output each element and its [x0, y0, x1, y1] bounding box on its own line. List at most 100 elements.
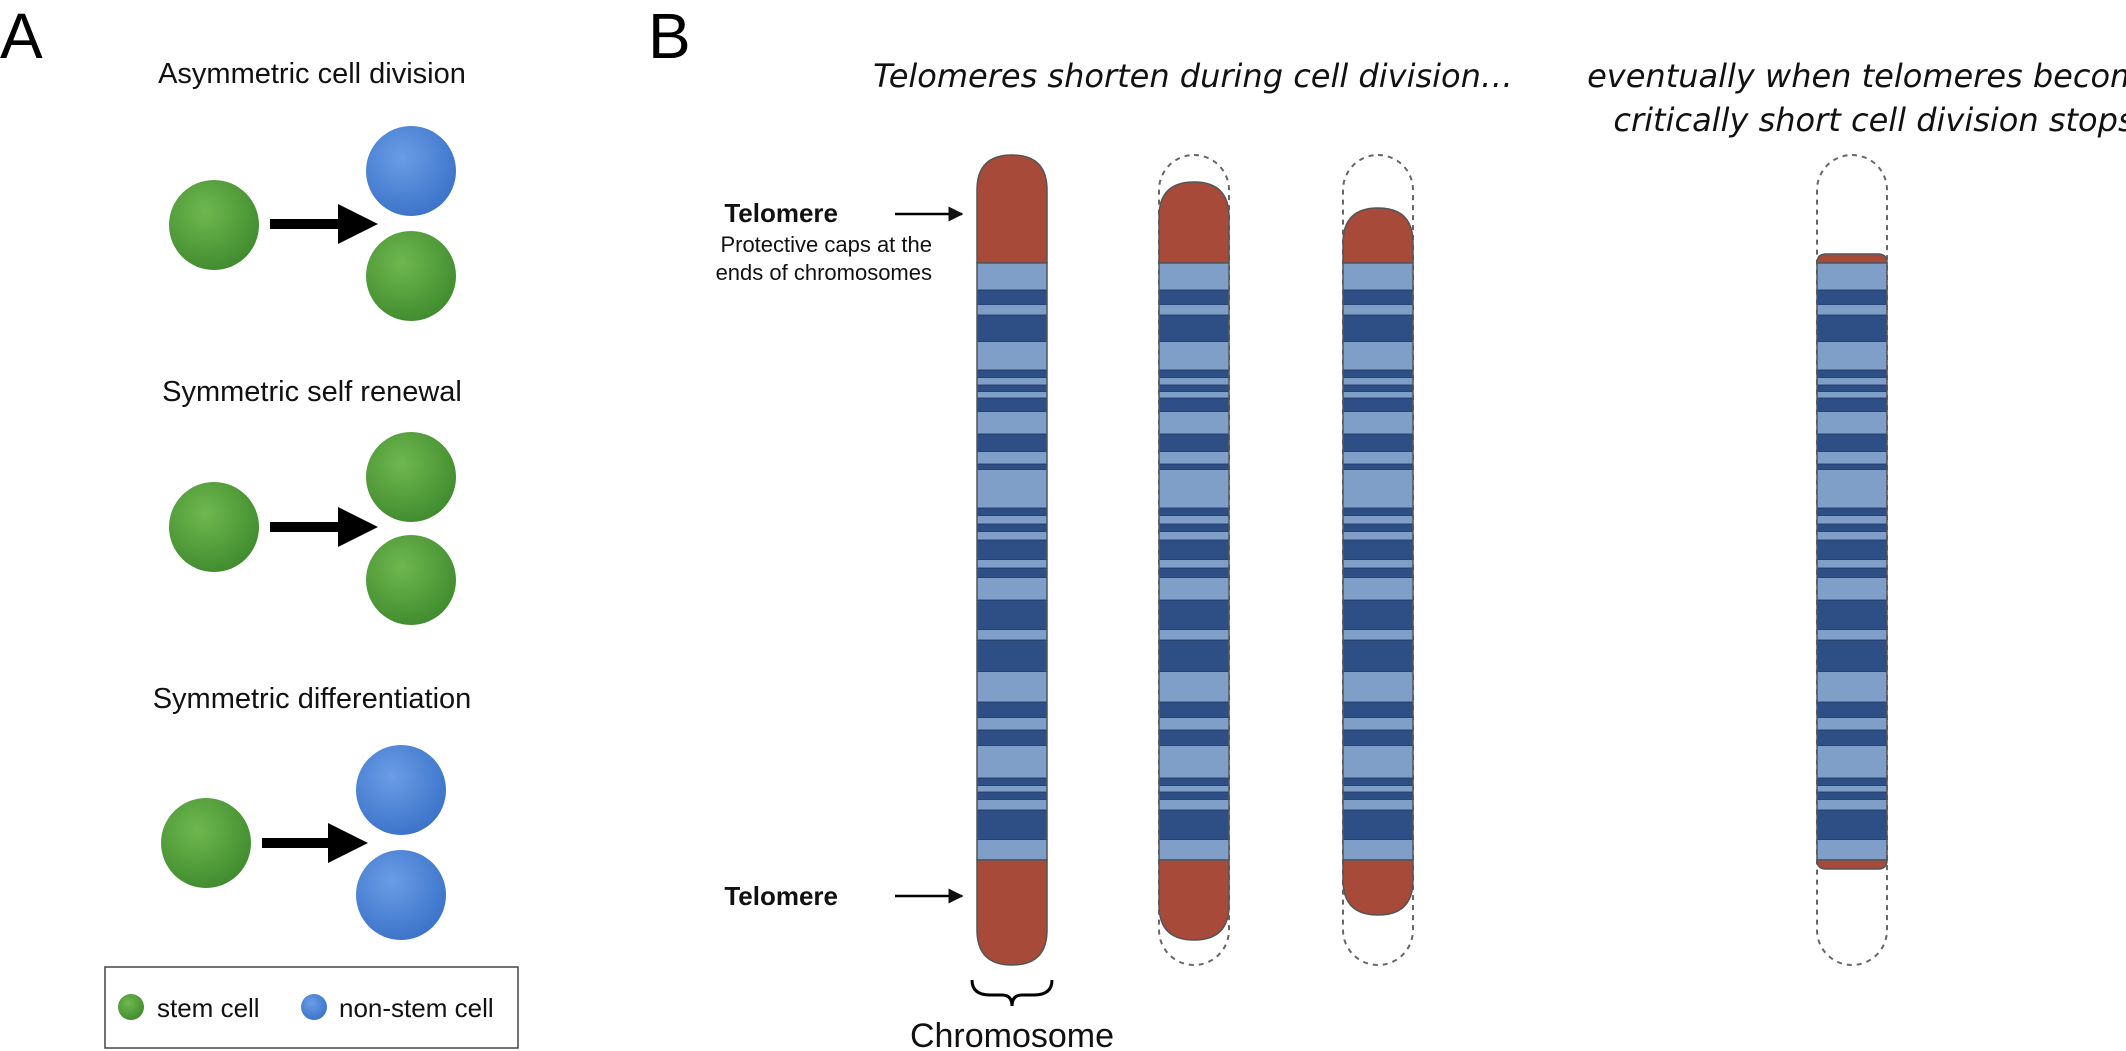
chromosome-3-band: [1343, 786, 1413, 792]
chromosome-2-band: [1158, 809, 1230, 841]
chromosome-4-telomere-bottom: [1816, 859, 1888, 870]
telomere-label-top: Telomere: [724, 198, 838, 228]
chromosome-3-band: [1343, 532, 1413, 540]
chromosome-4-band: [1817, 578, 1887, 600]
chromosome-4-band: [1817, 840, 1887, 860]
chromosome-4-band: [1817, 786, 1887, 792]
chromosomes: [976, 154, 1888, 966]
chromosome-2-band: [1158, 729, 1230, 747]
chromosome-1-band: [977, 392, 1047, 398]
chromosome-3-band: [1343, 392, 1413, 398]
chromosome-2-band: [1159, 786, 1229, 792]
chromosome-2-band: [1158, 433, 1230, 453]
chromosome-1-band: [976, 523, 1048, 533]
chromosome-1-band: [977, 578, 1047, 600]
chromosome-4-band: [1817, 516, 1887, 524]
chromosome-3-band: [1342, 507, 1414, 517]
chromosome-3-band: [1342, 314, 1414, 343]
chromosome-1-band: [976, 433, 1048, 453]
chromosome-3-band: [1343, 516, 1413, 524]
chromosome-1-band: [976, 314, 1048, 343]
chromosome-4-band: [1816, 523, 1888, 533]
chromosome-3-band: [1342, 729, 1414, 747]
chromosome-2-band: [1158, 384, 1230, 393]
chromosome-1-band: [977, 412, 1047, 434]
non-stem-cell-child: [356, 745, 446, 835]
chromosome-2-band: [1158, 314, 1230, 343]
chromosome-1-band: [977, 470, 1047, 508]
chromosome-4-band: [1816, 369, 1888, 379]
chromosome-1-band: [977, 718, 1047, 730]
chromosome-2-telomere-top: [1158, 181, 1230, 264]
chromosome-1-band: [976, 384, 1048, 393]
chromosome-4-band: [1816, 384, 1888, 393]
chromosome-4-band: [1816, 567, 1888, 579]
chromosome-3-band: [1342, 433, 1414, 453]
chromosome-2-band: [1159, 470, 1229, 508]
stem-cell-parent: [169, 180, 259, 270]
chromosome-3-band: [1342, 777, 1414, 787]
chromosome-3-band: [1343, 342, 1413, 370]
chromosome-1-telomere-bottom: [976, 859, 1048, 966]
chromosome-1-band: [977, 746, 1047, 778]
chromosome-1-band: [977, 630, 1047, 640]
chromosome-1-band: [977, 378, 1047, 385]
chromosome-3-band: [1343, 560, 1413, 568]
chromosome-1-band: [977, 560, 1047, 568]
chromosome-2-band: [1158, 523, 1230, 533]
arrow-icon: [270, 507, 378, 547]
heading-stops-line2: critically short cell division stops: [1613, 101, 2126, 139]
chromosome-3-band: [1342, 384, 1414, 393]
chromosome-2-telomere-bottom: [1158, 859, 1230, 941]
heading-stops-line1: eventually when telomeres become: [1587, 57, 2126, 95]
chromosome-3-band: [1343, 630, 1413, 640]
chromosome-1-band: [977, 516, 1047, 524]
chromosome-2-band: [1159, 452, 1229, 464]
chromosome-4-band: [1816, 289, 1888, 306]
chromosome-2-band: [1158, 567, 1230, 579]
chromosome-4-band: [1817, 392, 1887, 398]
heading-shorten: Telomeres shorten during cell division…: [873, 57, 1513, 95]
legend-stem-swatch: [118, 994, 144, 1020]
chromosome-2-band: [1158, 777, 1230, 787]
chromosome-3-band: [1343, 412, 1413, 434]
chromosome-3-band: [1343, 578, 1413, 600]
chromosome-1-band: [976, 289, 1048, 306]
telomere-desc-line1: Protective caps at the: [720, 232, 932, 257]
chromosome-4-band: [1817, 378, 1887, 385]
chromosome-1-band: [976, 397, 1048, 413]
chromosome-3-band: [1342, 463, 1414, 471]
chromosome-3-band: [1342, 289, 1414, 306]
row-title-differentiation: Symmetric differentiation: [153, 683, 472, 715]
chromosome-3-band: [1343, 263, 1413, 290]
legend-nonstem-label: non-stem cell: [339, 993, 494, 1023]
chromosome-4-band: [1817, 630, 1887, 640]
arrow-icon: [270, 204, 378, 244]
chromosome-4-band: [1816, 507, 1888, 517]
telomere-label-bottom: Telomere: [724, 881, 838, 911]
chromosome-4-telomere-top: [1816, 253, 1888, 264]
chromosome-4-band: [1817, 452, 1887, 464]
non-stem-cell-child: [366, 126, 456, 216]
row-title-self-renewal: Symmetric self renewal: [162, 376, 462, 408]
chromosome-2-band: [1159, 342, 1229, 370]
chromosome-4-band: [1816, 729, 1888, 747]
chromosome-1-band: [977, 452, 1047, 464]
chromosome-2-band: [1159, 532, 1229, 540]
chromosome-2-band: [1158, 639, 1230, 673]
chromosome-4-band: [1816, 777, 1888, 787]
chromosome-4-band: [1816, 809, 1888, 841]
chromosome-2-band: [1158, 507, 1230, 517]
chromosome-3-telomere-bottom: [1342, 859, 1414, 916]
chromosome-1-band: [976, 791, 1048, 801]
arrow-icon: [262, 823, 368, 863]
chromosome-1-band: [977, 672, 1047, 702]
chromosome-4-band: [1817, 470, 1887, 508]
chromosome-1-band: [977, 342, 1047, 370]
chromosome-3-band: [1343, 800, 1413, 810]
chromosome-4-band: [1817, 532, 1887, 540]
chromosome-3-band: [1342, 397, 1414, 413]
chromosome-1-band: [976, 701, 1048, 719]
legend: stem cell non-stem cell: [104, 966, 519, 1049]
chromosome-2-band: [1159, 672, 1229, 702]
